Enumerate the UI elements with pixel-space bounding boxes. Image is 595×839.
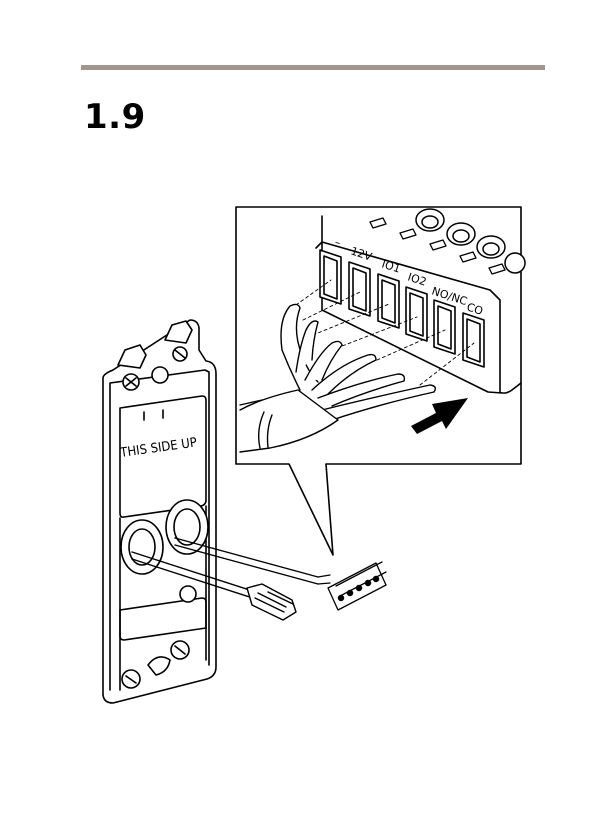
mounting-plate xyxy=(103,320,216,703)
ethernet-connector xyxy=(247,584,296,620)
terminal-block-connector xyxy=(318,562,386,610)
